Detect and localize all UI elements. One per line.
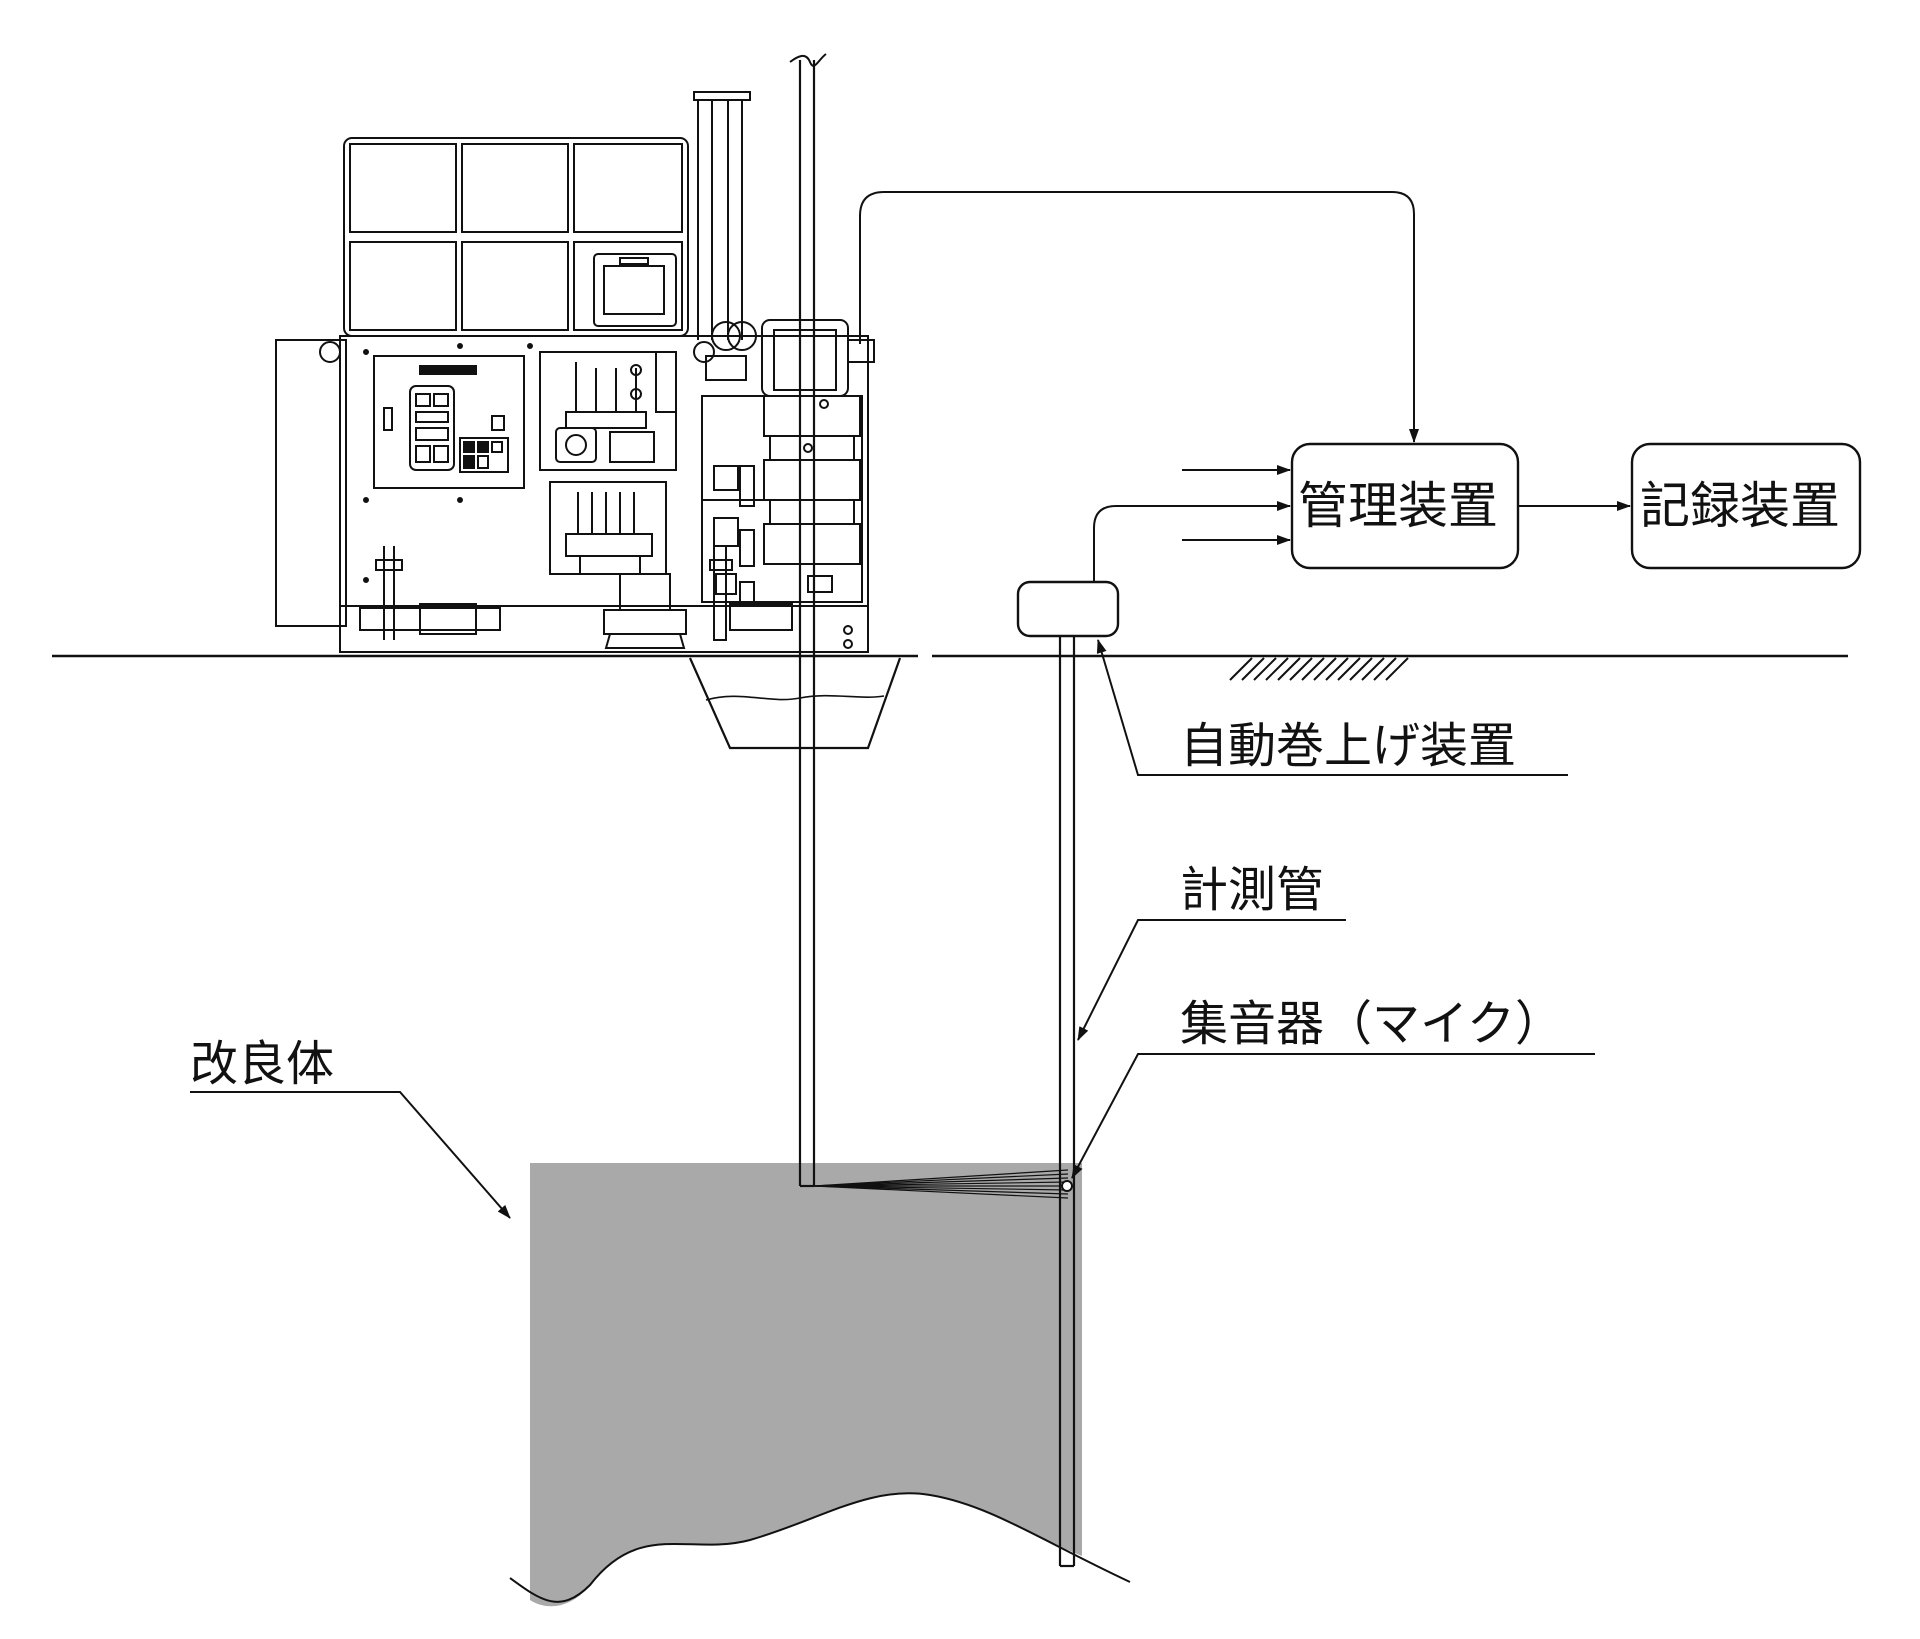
leader-microphone xyxy=(1071,1053,1595,1179)
microphone-sensor xyxy=(1061,1180,1073,1192)
signal-line-winder-to-control xyxy=(1093,501,1291,582)
soil-hatch-symbol xyxy=(1229,657,1409,681)
leader-improved-body xyxy=(190,1091,511,1219)
recorder-label: 記録装置 xyxy=(1640,477,1840,535)
auto-winder-box xyxy=(1016,580,1120,638)
signal-line-rig-to-control xyxy=(859,191,1419,443)
control-unit-label: 管理装置 xyxy=(1298,477,1498,535)
microphone-label: 集音器（マイク） xyxy=(1180,996,1564,1052)
improved-body-edge xyxy=(509,1492,1131,1603)
measuring-pipe xyxy=(1058,636,1076,1568)
auto-winder-label: 自動巻上げ装置 xyxy=(1180,718,1517,774)
measuring-pipe-label: 計測管 xyxy=(1180,862,1325,918)
recorder-box xyxy=(1630,442,1862,570)
leader-measuring-pipe xyxy=(1077,919,1346,1041)
sound-wave-lines xyxy=(813,1169,1069,1199)
improved-body xyxy=(530,1163,1082,1607)
improved-body-label: 改良体 xyxy=(190,1036,335,1092)
drilling-rod xyxy=(789,53,827,1188)
excavation-pit xyxy=(688,657,902,750)
drilling-rig xyxy=(275,91,875,653)
leader-auto-winder xyxy=(1096,639,1568,776)
